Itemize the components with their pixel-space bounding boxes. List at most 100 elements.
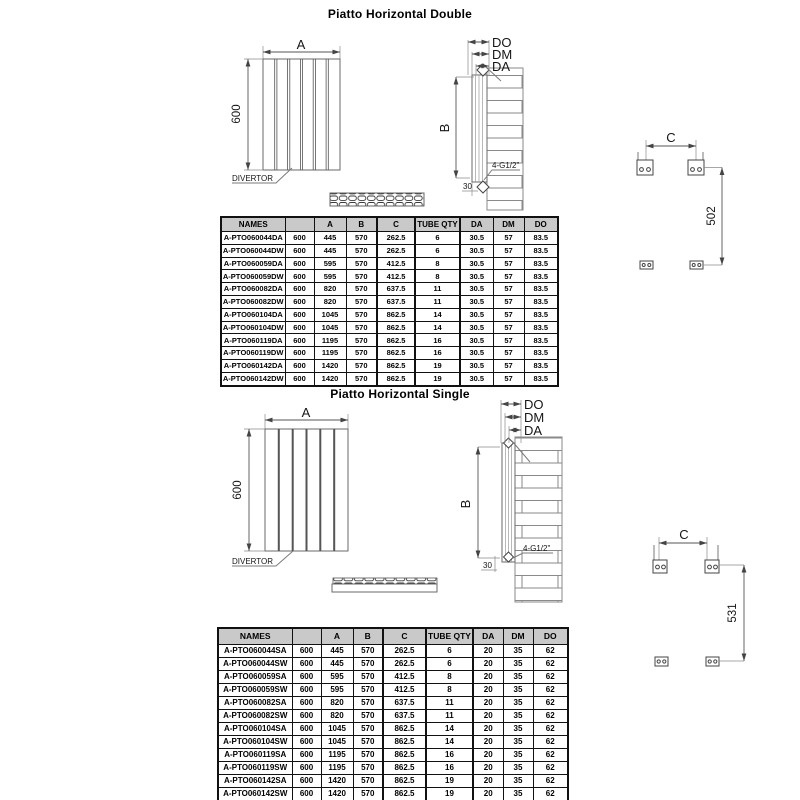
double-bracket-diagram: C 502 — [636, 130, 725, 270]
value-cell: 57 — [492, 320, 525, 335]
value-cell: 83.5 — [523, 294, 559, 309]
value-cell: 637.5 — [382, 696, 427, 710]
value-cell: 35 — [502, 709, 534, 723]
value-cell: 445 — [313, 231, 347, 245]
double-top-view — [329, 192, 425, 207]
value-cell: 1195 — [313, 333, 347, 348]
value-cell: 19 — [414, 358, 461, 373]
value-cell: 57 — [492, 282, 525, 296]
dimension-label-dm: DM — [492, 47, 512, 62]
column-header — [284, 216, 315, 232]
value-cell: 600 — [284, 243, 315, 258]
value-cell: 412.5 — [376, 256, 416, 271]
value-cell: 11 — [425, 696, 474, 710]
value-cell: 862.5 — [382, 748, 427, 762]
value-cell: 1045 — [320, 735, 354, 749]
thread-label: 4-G1/2" — [492, 161, 519, 170]
value-cell: 862.5 — [382, 787, 427, 800]
value-cell: 83.5 — [523, 282, 559, 296]
value-cell: 595 — [313, 269, 347, 284]
value-cell: 600 — [284, 320, 315, 335]
single-bracket-diagram: C 531 — [652, 527, 747, 667]
value-cell: 570 — [352, 761, 384, 775]
model-name-cell: A-PTO060119DA — [220, 333, 286, 348]
dimension-label-do: DO — [524, 397, 544, 412]
value-cell: 1420 — [313, 371, 347, 387]
value-cell: 637.5 — [382, 709, 427, 723]
value-cell: 57 — [492, 243, 525, 258]
value-cell: 600 — [284, 269, 315, 284]
dimension-label-b: B — [437, 124, 452, 133]
value-cell: 1045 — [320, 722, 354, 736]
value-cell: 412.5 — [376, 269, 416, 284]
double-front-view: A 600 DIVERTOR — [231, 37, 341, 184]
value-cell: 1045 — [313, 307, 347, 322]
dimension-label-b: B — [458, 500, 473, 509]
dimension-label-600: 600 — [232, 480, 244, 499]
model-name-cell: A-PTO060082SA — [217, 696, 293, 710]
wall-section — [486, 67, 524, 211]
value-cell: 62 — [532, 670, 569, 684]
value-cell: 83.5 — [523, 243, 559, 258]
value-cell: 6 — [414, 243, 461, 258]
value-cell: 8 — [414, 269, 461, 284]
dimension-label-c: C — [666, 130, 675, 145]
value-cell: 83.5 — [523, 320, 559, 335]
value-cell: 30.5 — [459, 333, 494, 348]
value-cell: 570 — [345, 320, 378, 335]
value-cell: 35 — [502, 735, 534, 749]
value-cell: 570 — [345, 231, 378, 245]
model-name-cell: A-PTO060119SA — [217, 748, 293, 762]
value-cell: 35 — [502, 761, 534, 775]
value-cell: 57 — [492, 231, 525, 245]
value-cell: 1045 — [313, 320, 347, 335]
wall-offset-label: 30 — [483, 561, 492, 570]
value-cell: 570 — [352, 774, 384, 788]
value-cell: 1420 — [313, 358, 347, 373]
value-cell: 57 — [492, 333, 525, 348]
value-cell: 62 — [532, 748, 569, 762]
value-cell: 20 — [472, 761, 504, 775]
value-cell: 35 — [502, 644, 534, 658]
value-cell: 445 — [320, 657, 354, 671]
value-cell: 820 — [313, 282, 347, 296]
value-cell: 19 — [414, 371, 461, 387]
model-name-cell: A-PTO060104SW — [217, 735, 293, 749]
value-cell: 83.5 — [523, 256, 559, 271]
model-name-cell: A-PTO060142SW — [217, 787, 293, 800]
value-cell: 16 — [414, 333, 461, 348]
value-cell: 595 — [320, 670, 354, 684]
divertor-label: DIVERTOR — [232, 174, 273, 183]
value-cell: 62 — [532, 683, 569, 697]
model-name-cell: A-PTO060104SA — [217, 722, 293, 736]
dimension-label-a: A — [302, 405, 311, 420]
value-cell: 62 — [532, 735, 569, 749]
value-cell: 20 — [472, 787, 504, 800]
value-cell: 1195 — [320, 748, 354, 762]
bracket-height-label: 502 — [706, 206, 718, 225]
value-cell: 35 — [502, 670, 534, 684]
column-header: DO — [523, 216, 559, 232]
value-cell: 30.5 — [459, 346, 494, 360]
value-cell: 16 — [425, 748, 474, 762]
value-cell: 570 — [345, 269, 378, 284]
bracket-height-label: 531 — [727, 603, 739, 622]
model-name-cell: A-PTO060044DA — [220, 231, 286, 245]
value-cell: 19 — [425, 787, 474, 800]
value-cell: 600 — [284, 346, 315, 360]
value-cell: 35 — [502, 787, 534, 800]
value-cell: 83.5 — [523, 371, 559, 387]
